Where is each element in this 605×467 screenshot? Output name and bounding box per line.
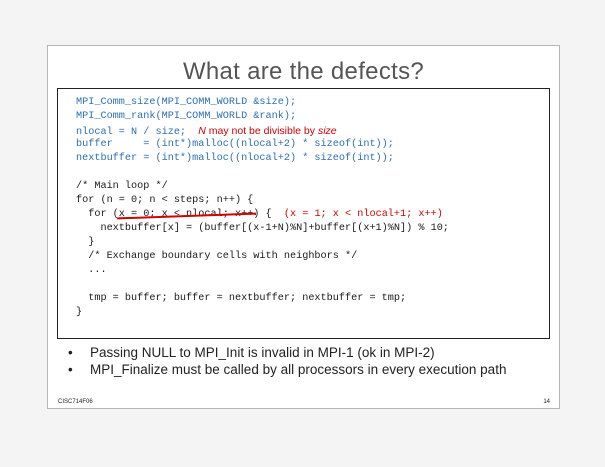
code-line-9: nextbuffer[x] = (buffer[(x-1+N)%N]+buffe… [76, 223, 449, 234]
page-number: 14 [543, 399, 550, 405]
code-box: MPI_Comm_size(MPI_COMM_WORLD &size); MPI… [57, 88, 550, 339]
defect-note-size: size [317, 125, 337, 137]
bullet-dot-icon: • [68, 362, 73, 377]
code-line-11: /* Exchange boundary cells with neighbor… [76, 251, 358, 262]
code-line-8-post: ) { [253, 209, 272, 220]
code-line-1: MPI_Comm_size(MPI_COMM_WORLD &size); [76, 97, 297, 108]
slide: What are the defects? MPI_Comm_size(MPI_… [47, 45, 560, 409]
code-line-13: tmp = buffer; buffer = nextbuffer; nextb… [76, 293, 407, 304]
bullet-dot-icon: • [68, 345, 73, 360]
code-line-12: ... [76, 265, 107, 276]
bullet-item: • Passing NULL to MPI_Init is invalid in… [58, 344, 538, 361]
code-line-8-pre: for ( [76, 209, 119, 220]
slide-title: What are the defects? [182, 58, 425, 85]
bullet-text: MPI_Finalize must be called by all proce… [90, 362, 507, 377]
corrected-loop-bounds: (x = 1; x < nlocal+1; x++) [283, 209, 443, 220]
code-line-14: } [76, 307, 83, 318]
code-line-4: buffer = (int*)malloc((nlocal+2) * sizeo… [76, 139, 394, 150]
bullet-item: • MPI_Finalize must be called by all pro… [58, 361, 538, 378]
code-line-3-text: nlocal = N / size; [76, 127, 187, 138]
footer-course-code: CISC714F06 [58, 399, 93, 405]
bullet-text: Passing NULL to MPI_Init is invalid in M… [90, 345, 435, 360]
code-line-2: MPI_Comm_rank(MPI_COMM_WORLD &rank); [76, 111, 297, 122]
code-line-8: for (x = 0; x < nlocal; x++) { (x = 1; x… [76, 208, 443, 222]
defect-note-n: N [198, 125, 206, 137]
code-line-5: nextbuffer = (int*)malloc((nlocal+2) * s… [76, 153, 394, 164]
struck-loop-bounds: x = 0; x < nlocal; x++ [116, 208, 256, 222]
code-line-7: for (n = 0; n < steps; n++) { [76, 195, 254, 206]
code-line-10: } [76, 237, 95, 248]
bullet-list: • Passing NULL to MPI_Init is invalid in… [58, 344, 538, 378]
code-line-6: /* Main loop */ [76, 181, 168, 192]
code-line-3: nlocal = N / size; N may not be divisibl… [76, 124, 337, 140]
defect-note-mid: may not be divisible by [205, 125, 318, 137]
